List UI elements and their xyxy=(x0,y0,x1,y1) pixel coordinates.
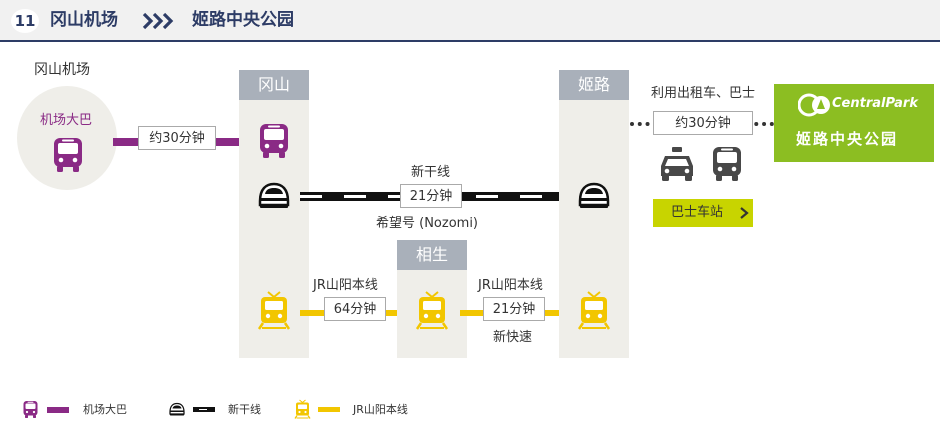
central-park-destination: CentralPark 姬路中央公园 xyxy=(774,84,934,162)
himeji-train-icon xyxy=(577,290,611,330)
shinkansen-time-box: 21分钟 xyxy=(400,184,462,208)
taxi-bus-label: 利用出租车、巴士 xyxy=(651,86,756,101)
central-park-name: 姬路中央公园 xyxy=(796,130,899,148)
triple-chevron-icon xyxy=(142,12,174,30)
legend-shinkansen-label: 新干线 xyxy=(228,403,261,416)
legend-shinkansen-swatch-pattern xyxy=(199,409,207,410)
jr1-time-box: 64分钟 xyxy=(324,297,386,321)
airport-label: 冈山机场 xyxy=(34,62,90,78)
himeji-shinkansen-icon xyxy=(576,181,612,211)
legend-bus-icon xyxy=(22,400,39,419)
okayama-train-icon xyxy=(257,290,291,330)
central-park-logo-icon xyxy=(798,93,830,117)
legend-bus-label: 机场大巴 xyxy=(83,403,127,416)
okayama-shinkansen-icon xyxy=(256,181,292,211)
taxi-time-box: 约30分钟 xyxy=(653,111,753,135)
legend-jr-swatch xyxy=(318,407,340,412)
himeji-header: 姬路 xyxy=(559,70,629,100)
shinkansen-line-label: 新干线 xyxy=(411,165,451,180)
aioi-header: 相生 xyxy=(397,240,467,270)
jr1-line-label: JR山阳本线 xyxy=(313,278,378,293)
jr2-time-box: 21分钟 xyxy=(483,297,545,321)
bus-stop-link[interactable]: 巴士车站 xyxy=(653,199,753,227)
header-destination: 姬路中央公园 xyxy=(192,10,294,30)
taxi-icon xyxy=(657,146,697,182)
legend-shinkansen-icon xyxy=(168,402,186,417)
legend-jr-label: JR山阳本线 xyxy=(353,403,408,416)
okayama-bus-icon xyxy=(257,122,291,160)
aioi-train-icon xyxy=(415,290,449,330)
chevron-right-icon xyxy=(740,207,749,219)
shinkansen-train-name: 希望号 (Nozomi) xyxy=(376,216,479,231)
legend-jr-icon xyxy=(294,399,311,419)
city-bus-icon xyxy=(710,145,744,183)
header-bar xyxy=(0,0,940,42)
bus-stop-label: 巴士车站 xyxy=(671,205,724,220)
central-park-logo-text: CentralPark xyxy=(832,96,918,111)
legend-bus-swatch xyxy=(47,407,69,413)
okayama-header: 冈山 xyxy=(239,70,309,100)
airport-bus-label: 机场大巴 xyxy=(40,113,93,128)
jr2-line-label: JR山阳本线 xyxy=(478,278,543,293)
bus-time-box: 约30分钟 xyxy=(138,126,216,150)
jr2-train-type: 新快速 xyxy=(493,330,533,345)
route-number-badge: 11 xyxy=(11,9,39,33)
header-origin: 冈山机场 xyxy=(50,10,118,30)
airport-bus-icon xyxy=(51,136,85,174)
